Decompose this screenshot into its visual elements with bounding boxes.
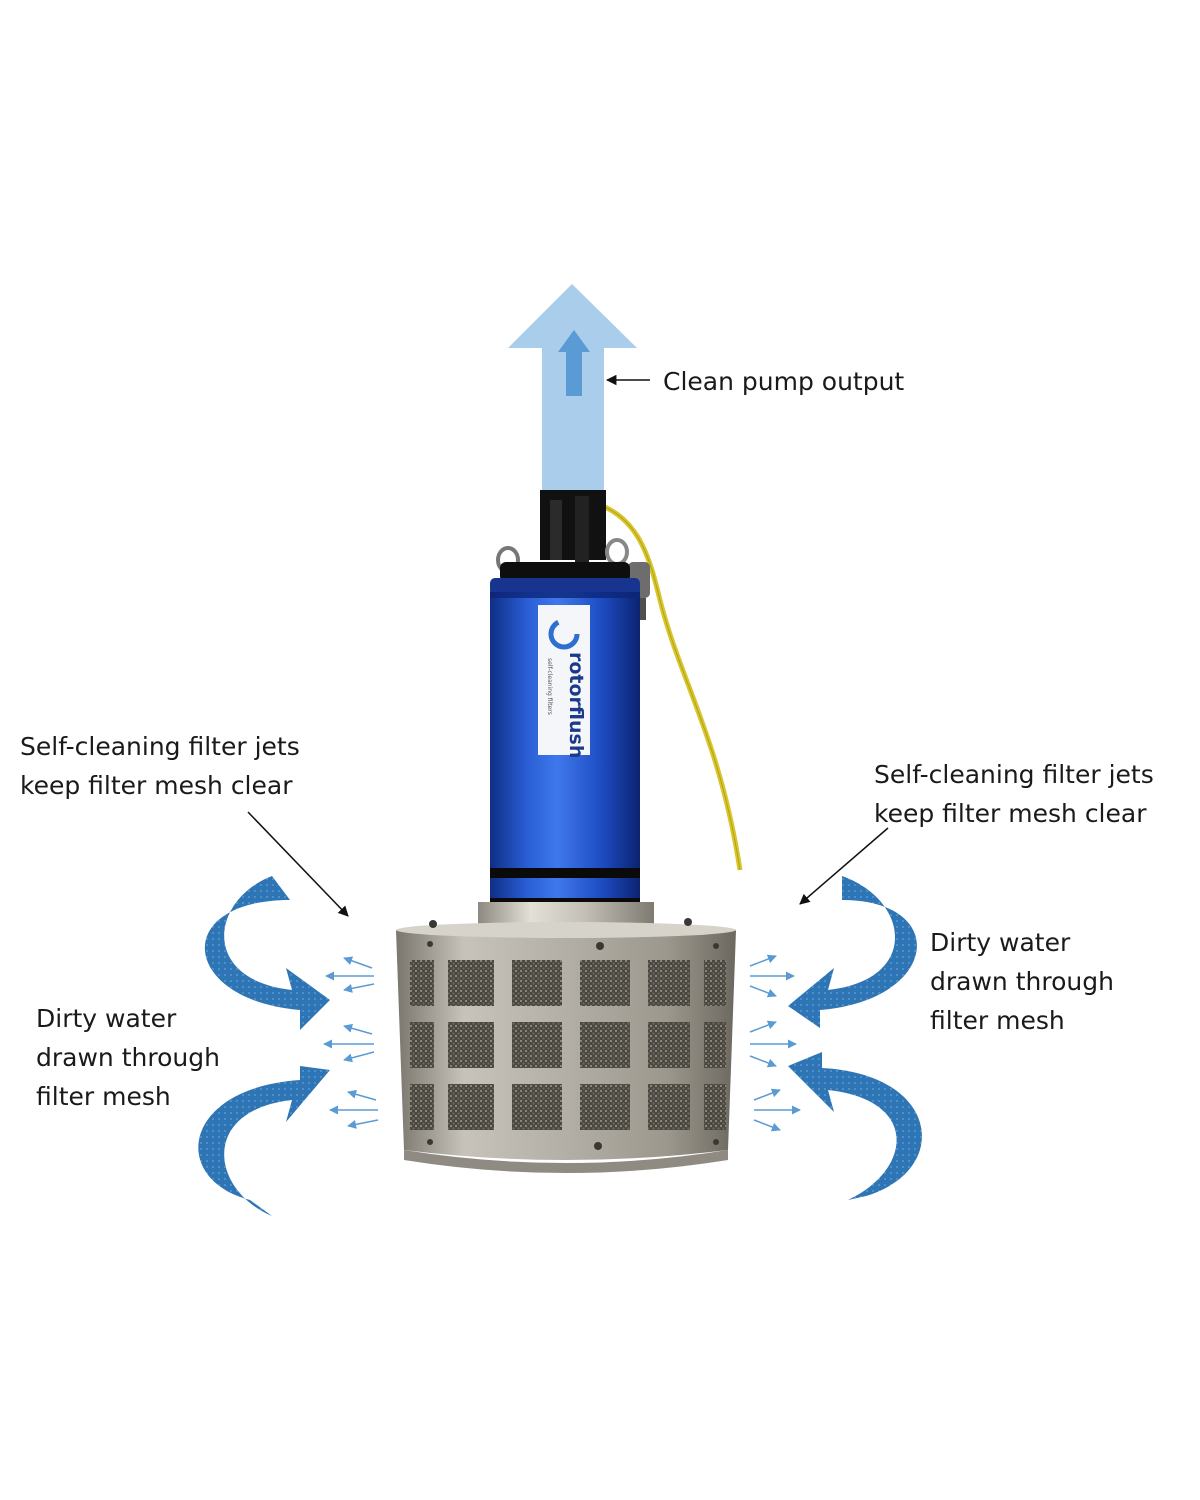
dirty-right-line-1: Dirty water [930, 928, 1071, 957]
filter-basket [396, 918, 736, 1173]
brand-label: rotorflush self-cleaning filters [538, 605, 590, 758]
brand-logo-icon [548, 618, 580, 650]
brand-tagline: self-cleaning filters [546, 658, 553, 715]
clean-output-label: Clean pump output [663, 362, 904, 401]
dirty-left-line-3: filter mesh [36, 1082, 171, 1111]
water-arrow-upper-left [204, 876, 330, 1030]
clean-output-text: Clean pump output [663, 367, 905, 396]
jet-arrows-right [749, 954, 801, 1132]
dirty-water-label-left: Dirty water drawn through filter mesh [36, 999, 220, 1116]
water-arrow-lower-left [198, 1066, 330, 1216]
dirty-water-label-right: Dirty water drawn through filter mesh [930, 923, 1114, 1040]
dirty-right-line-3: filter mesh [930, 1006, 1065, 1035]
jets-pointer-left [247, 811, 349, 917]
basket-bolts [427, 918, 719, 1150]
jets-pointer-right [799, 827, 889, 905]
dirty-left-line-1: Dirty water [36, 1004, 177, 1033]
jets-label-left-line-1: Self-cleaning filter jets [20, 732, 300, 761]
jet-arrows-left [323, 956, 379, 1129]
output-arrow [508, 284, 637, 490]
brand-name: rotorflush [565, 652, 587, 758]
output-inner-arrow [558, 330, 590, 396]
water-arrow-upper-right [788, 876, 917, 1028]
filter-mesh [410, 960, 726, 1130]
jets-label-left: Self-cleaning filter jets keep filter me… [20, 727, 300, 805]
dirty-left-line-2: drawn through [36, 1043, 220, 1072]
jets-label-left-line-2: keep filter mesh clear [20, 771, 293, 800]
water-arrow-lower-right [788, 1052, 922, 1200]
jets-label-right-line-2: keep filter mesh clear [874, 799, 1147, 828]
jets-label-right-line-1: Self-cleaning filter jets [874, 760, 1154, 789]
dirty-right-line-2: drawn through [930, 967, 1114, 996]
jets-label-right: Self-cleaning filter jets keep filter me… [874, 755, 1154, 833]
